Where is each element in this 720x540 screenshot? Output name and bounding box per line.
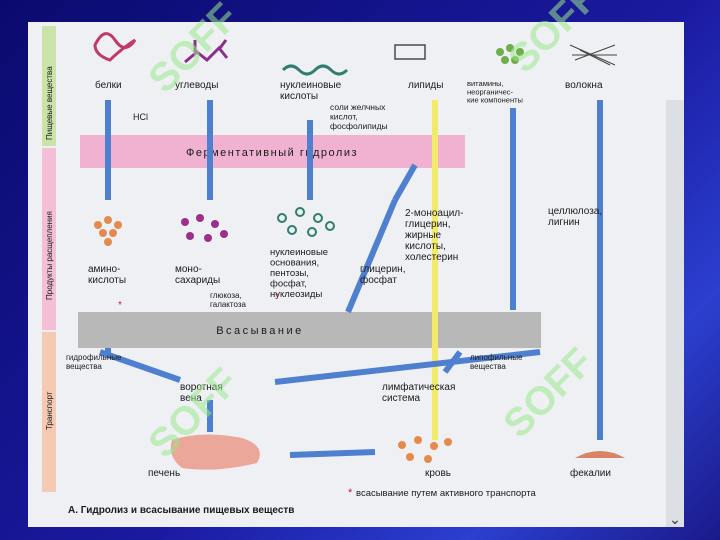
side-strip-nutrients bbox=[42, 26, 56, 146]
nutrient-vitamins: витамины,неорганичес-кие компоненты bbox=[467, 79, 523, 105]
amino-acid-dots bbox=[94, 216, 122, 246]
product-cellulose: целлюлоза,лигнин bbox=[548, 206, 602, 228]
nutrient-carbohydrates: углеводы bbox=[175, 80, 218, 91]
scroll-down-icon[interactable]: ⌄ bbox=[669, 511, 681, 527]
hydrolysis-band bbox=[80, 135, 465, 168]
blood-dots bbox=[398, 436, 452, 463]
vitamins-icon bbox=[496, 44, 524, 64]
sink-liver: печень bbox=[148, 468, 180, 479]
lipid-icon bbox=[394, 44, 426, 60]
slide-canvas bbox=[28, 22, 684, 527]
side-label-products: Продукты расщепления bbox=[45, 211, 54, 300]
nucleic-acid-icon bbox=[281, 64, 349, 76]
sink-blood: кровь bbox=[425, 468, 451, 479]
liver-icon bbox=[170, 434, 260, 470]
nutrient-fiber: волокна bbox=[565, 80, 603, 91]
caption: А. Гидролиз и всасывание пищевых веществ bbox=[68, 505, 294, 516]
side-strip-products bbox=[42, 148, 56, 330]
asterisk-glucose: * bbox=[275, 292, 279, 303]
scrollbar[interactable] bbox=[666, 100, 684, 527]
monosaccharide-dots bbox=[181, 214, 228, 242]
nucleic-product-dots bbox=[277, 207, 335, 237]
flow-arrows bbox=[99, 100, 603, 458]
nutrient-protein: белки bbox=[95, 79, 122, 91]
product-glucose: глюкоза,галактоза bbox=[210, 291, 247, 309]
protein-icon bbox=[93, 32, 137, 62]
hydrolysis-label: Ферментативный гидролиз bbox=[186, 147, 358, 159]
asterisk-amino: * bbox=[118, 300, 122, 311]
carbohydrate-icon bbox=[184, 39, 229, 64]
product-glycerol: глицерин,фосфат bbox=[360, 264, 405, 286]
footnote: всасывание путем активного транспорта bbox=[356, 488, 536, 499]
absorption-band bbox=[78, 312, 541, 348]
feces-icon bbox=[575, 451, 625, 458]
hcl-label: HCl bbox=[133, 112, 148, 122]
product-monosaccharides: моно-сахариды bbox=[175, 264, 220, 286]
nutrient-lipids: липиды bbox=[408, 80, 443, 91]
side-strip-transport bbox=[42, 332, 56, 492]
side-label-nutrients: Пищевые вещества bbox=[45, 66, 54, 140]
absorption-label: Всасывание bbox=[216, 325, 304, 337]
watermark-2: SOFF bbox=[500, 0, 607, 81]
fiber-icon bbox=[569, 44, 617, 66]
side-label-transport: Транспорт bbox=[45, 391, 54, 430]
footnote-asterisk: * bbox=[348, 487, 353, 499]
watermarks: SOFF SOFF SOFF SOFF bbox=[140, 0, 607, 466]
product-amino-acids: амино-кислоты bbox=[88, 264, 126, 286]
sink-feces: фекалии bbox=[570, 467, 611, 479]
